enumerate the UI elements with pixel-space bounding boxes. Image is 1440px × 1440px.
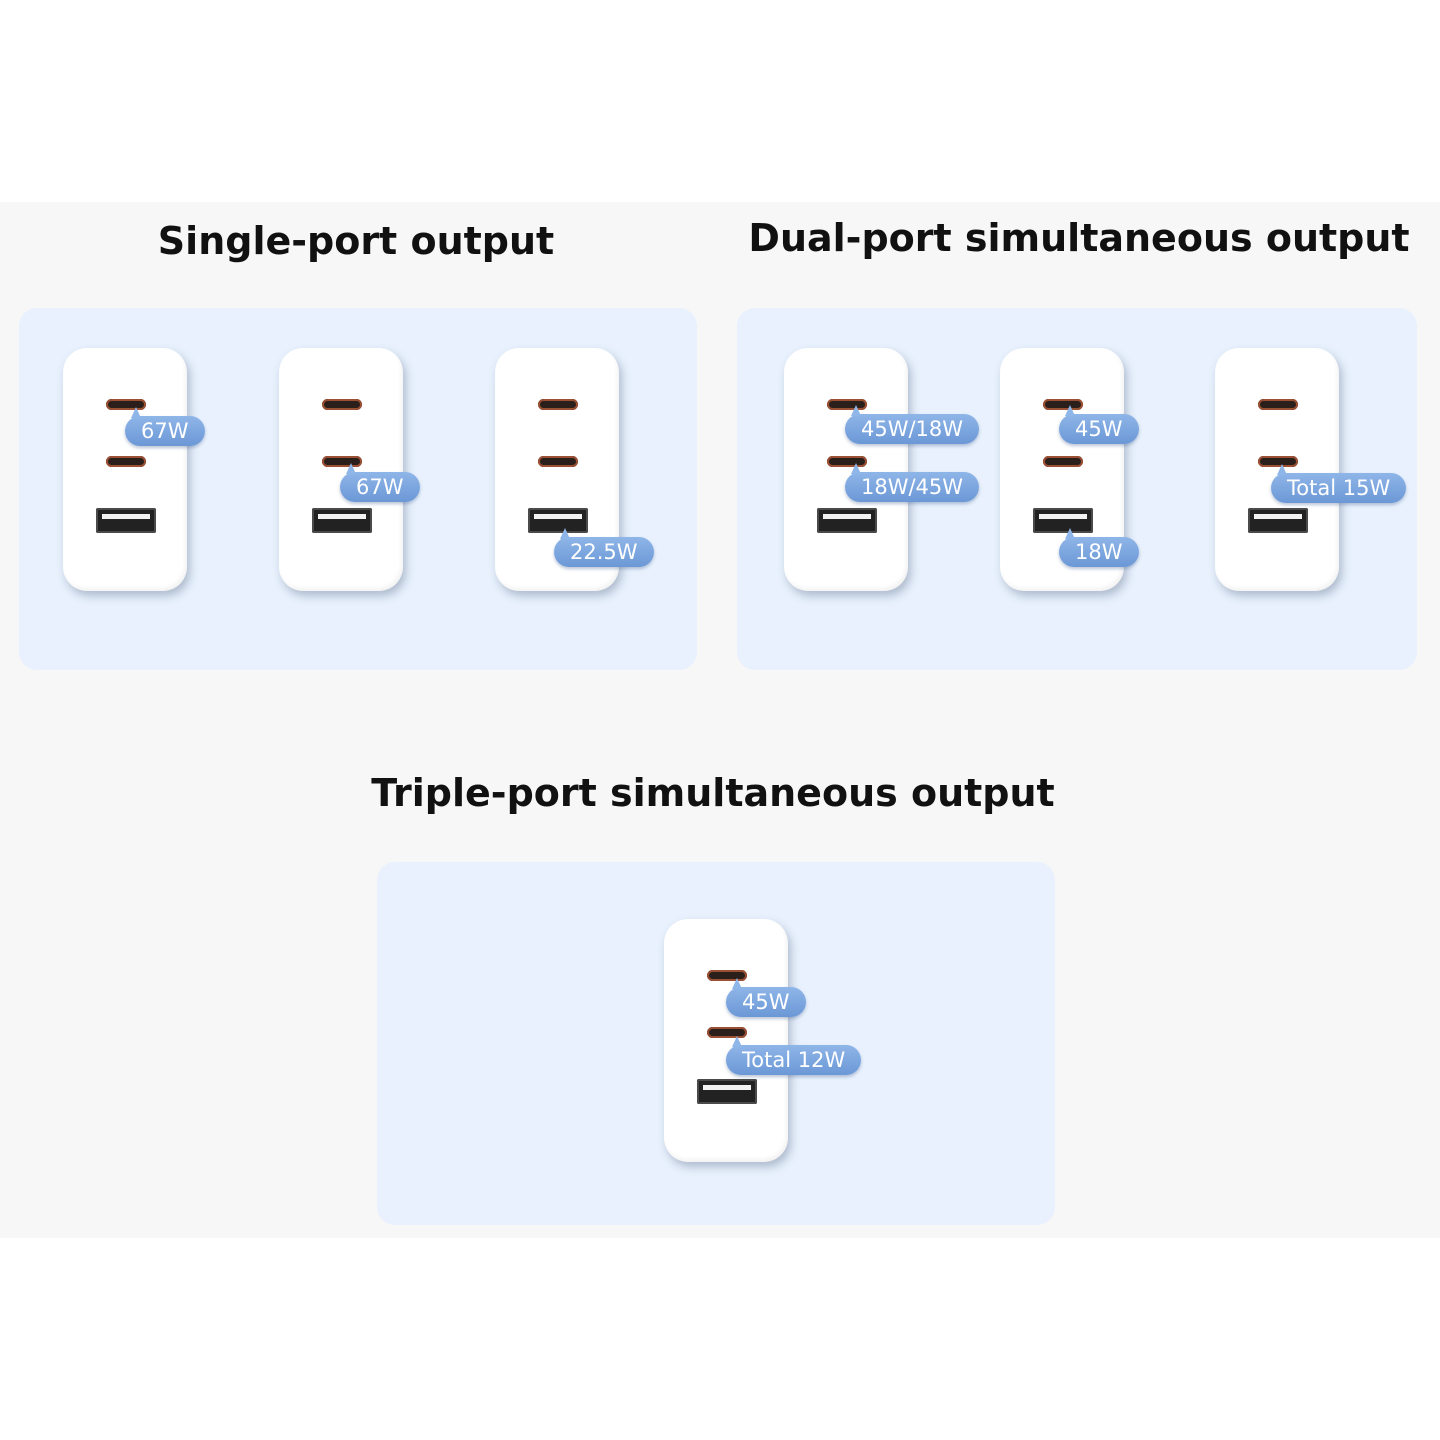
- triple-port-panel: 45W Total 12W: [377, 862, 1055, 1225]
- dual-port-panel: 45W/18W 18W/45W 45W 18W Total 15W: [737, 308, 1417, 670]
- usb-c-port-1: [106, 399, 146, 410]
- usb-c-port-1: [322, 399, 362, 410]
- usb-c-port-1: [827, 399, 867, 410]
- charger: [279, 348, 403, 591]
- usb-c-port-2: [322, 456, 362, 467]
- power-label: Total 15W: [1271, 464, 1407, 503]
- usb-a-port: [312, 508, 372, 533]
- usb-c-port-1: [1043, 399, 1083, 410]
- usb-c-port-1: [707, 970, 747, 981]
- power-label: 22.5W: [554, 528, 654, 567]
- power-label: 45W: [726, 978, 806, 1017]
- power-label: 67W: [125, 407, 205, 446]
- single-port-heading: Single-port output: [157, 219, 555, 263]
- power-label: 67W: [340, 463, 420, 502]
- charger: [784, 348, 908, 591]
- usb-c-port-2: [106, 456, 146, 467]
- charger: [1215, 348, 1339, 591]
- triple-port-heading: Triple-port simultaneous output: [371, 771, 1055, 815]
- power-label: 18W: [1059, 528, 1139, 567]
- power-label: 45W/18W: [845, 405, 980, 444]
- usb-c-port-2: [707, 1027, 747, 1038]
- usb-c-port-2: [827, 456, 867, 467]
- usb-c-port-1: [1258, 399, 1298, 410]
- single-port-panel: 67W 67W 22.5W: [19, 308, 697, 670]
- power-label: Total 12W: [726, 1036, 862, 1075]
- usb-c-port-1: [538, 399, 578, 410]
- usb-a-port: [1248, 508, 1308, 533]
- usb-a-port: [817, 508, 877, 533]
- usb-c-port-2: [1043, 456, 1083, 467]
- charger: [664, 919, 788, 1162]
- usb-a-port: [96, 508, 156, 533]
- power-label: 18W/45W: [845, 463, 980, 502]
- charger: [63, 348, 187, 591]
- usb-c-port-2: [1258, 456, 1298, 467]
- usb-a-port: [528, 508, 588, 533]
- power-label: 45W: [1059, 405, 1139, 444]
- usb-c-port-2: [538, 456, 578, 467]
- usb-a-port: [697, 1079, 757, 1104]
- dual-port-heading: Dual-port simultaneous output: [748, 216, 1410, 260]
- usb-a-port: [1033, 508, 1093, 533]
